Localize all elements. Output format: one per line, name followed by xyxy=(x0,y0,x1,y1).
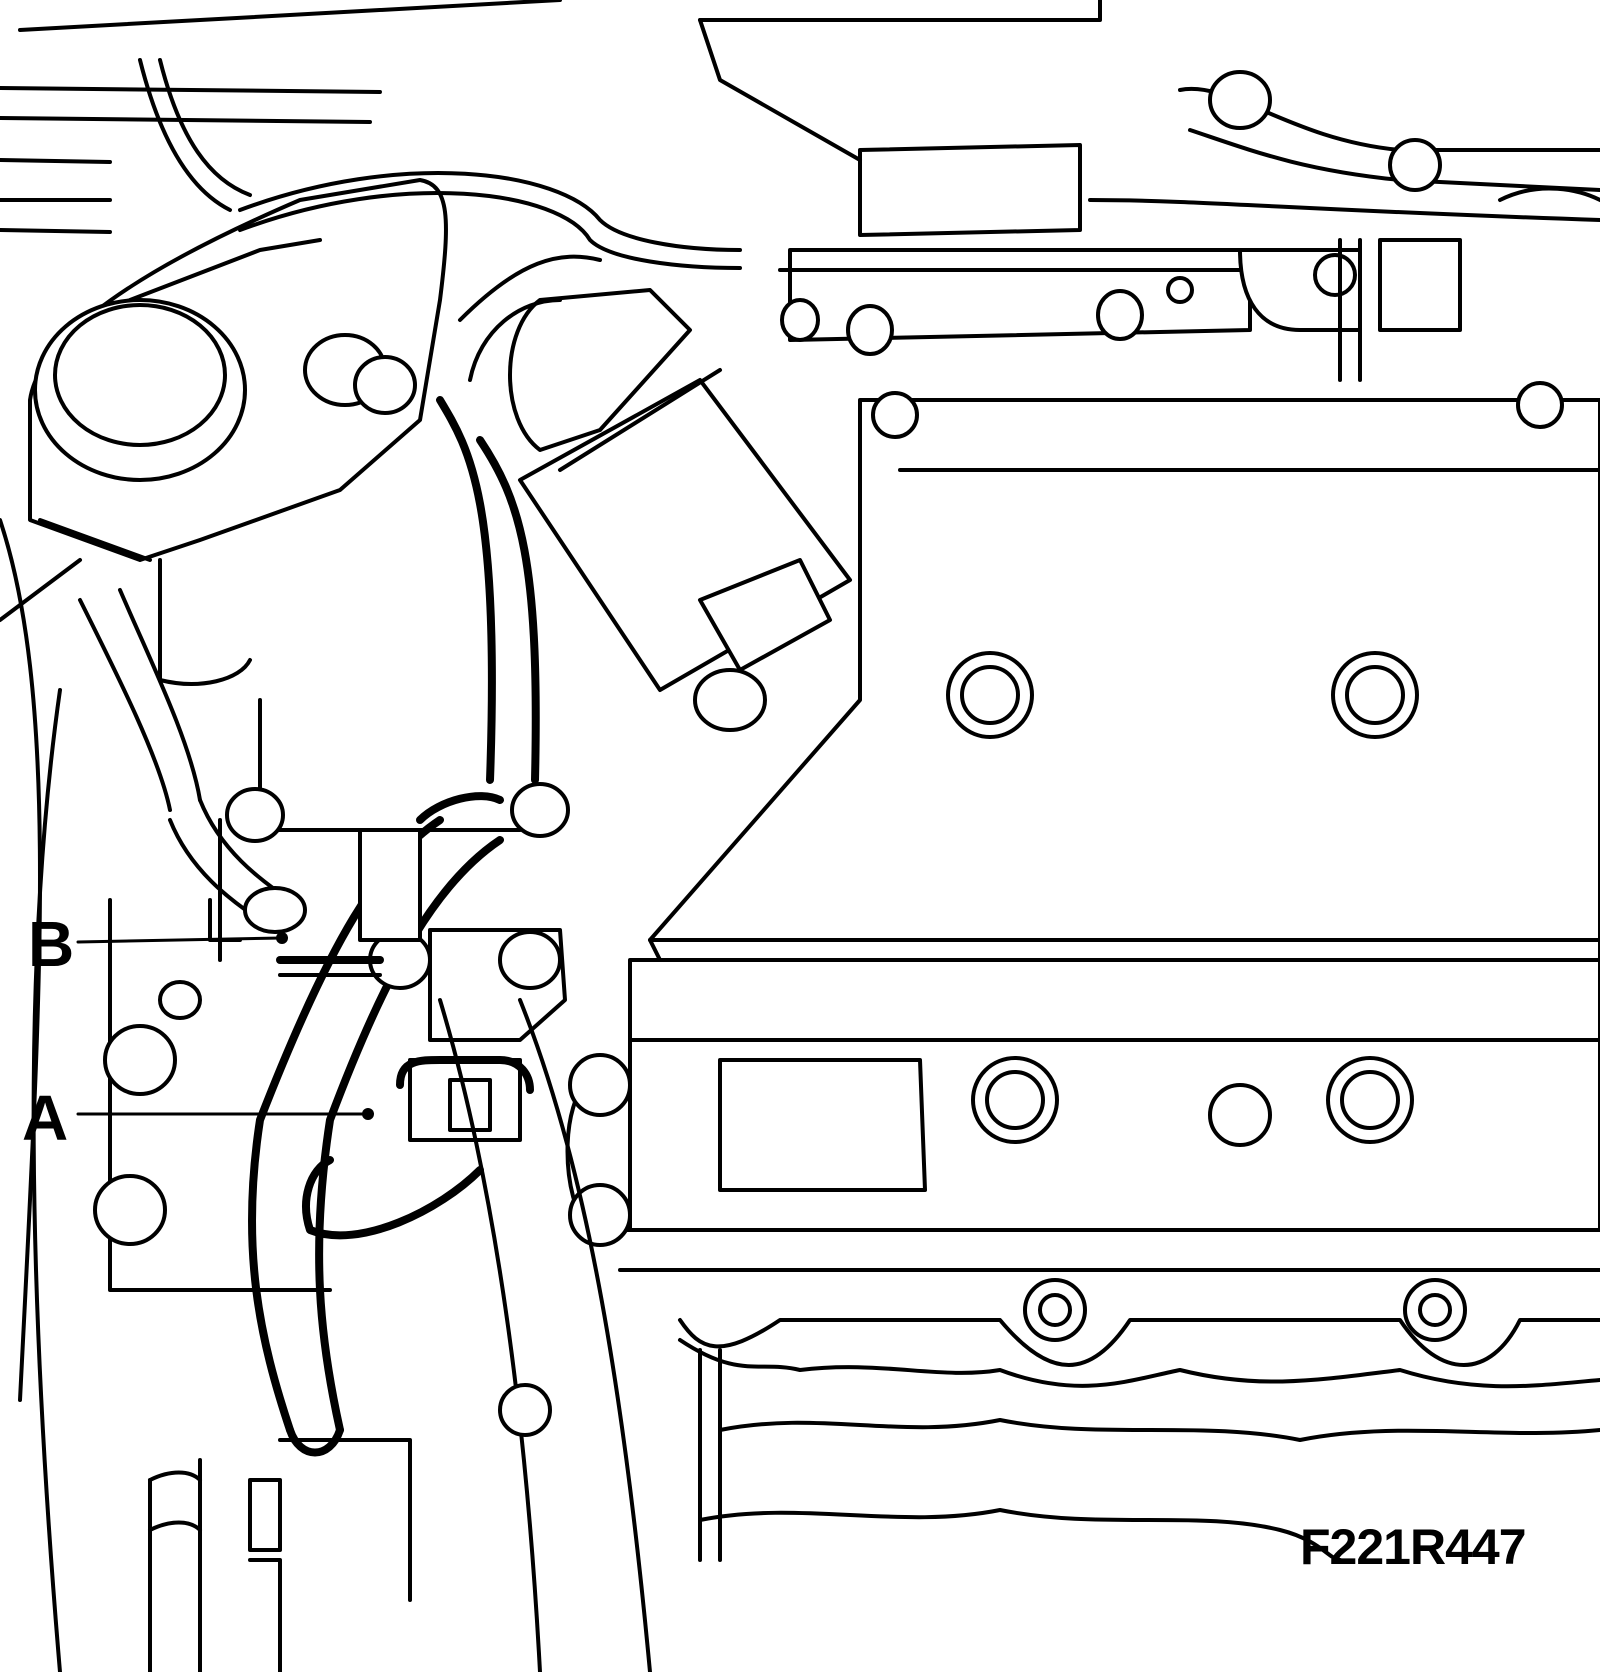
callout-dot-b xyxy=(276,932,288,944)
cylinder-head-cover xyxy=(648,381,1600,1002)
figure-code: F221R447 xyxy=(1300,1519,1526,1575)
callout-label-a: A xyxy=(22,1082,68,1154)
engine-block xyxy=(618,1268,1600,1562)
coolant-reservoir xyxy=(28,178,448,686)
vacuum-line xyxy=(238,171,742,270)
cylinder-head-lower xyxy=(565,958,1600,1247)
reservoir-hose xyxy=(78,588,307,934)
background-structure xyxy=(0,0,1102,1672)
callout-dot-a xyxy=(362,1108,374,1120)
callout-label-b: B xyxy=(28,908,74,980)
callout-line-b xyxy=(76,936,284,944)
mounting-bracket xyxy=(93,698,570,1292)
callout-lines xyxy=(76,932,374,1120)
throttle-actuator xyxy=(458,254,852,732)
fuel-rail xyxy=(778,70,1600,382)
lower-left-components xyxy=(148,998,652,1672)
